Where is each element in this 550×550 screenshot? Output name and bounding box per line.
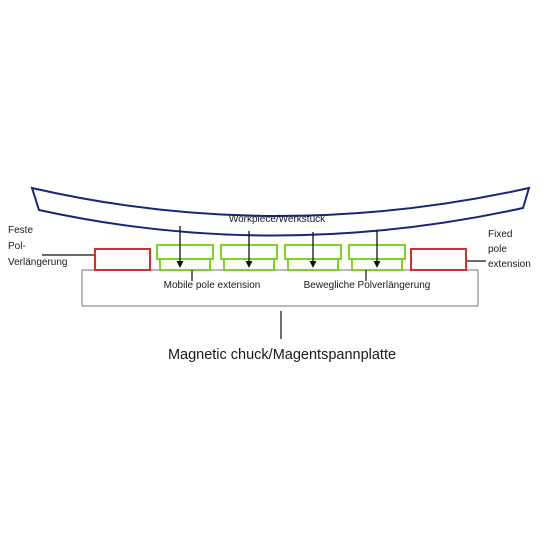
fixed-pole-label-left: Feste Pol- Verlängerung [8,225,68,268]
fixed-pole-extension-left [94,248,151,271]
fixed-pole-label-left-line-3: Verlängerung [8,257,68,268]
workpiece-shape [30,186,531,237]
magnetic-chuck-label: Magnetic chuck/Magentspannplatte [168,347,396,363]
fixed-pole-label-right-line-3: extension [488,259,531,270]
fixed-pole-label-right: Fixed pole extension [488,229,531,270]
fixed-pole-label-left-line-1: Feste [8,225,33,236]
mobile-pole-extension-1 [156,244,214,271]
fixed-pole-label-left-line-2: Pol- [8,241,26,252]
workpiece-label: Workpiece/Werkstück [229,214,326,225]
arrow-down-2 [245,231,253,268]
arrow-down-4 [373,230,381,268]
mobile-pole-label: Mobile pole extension [164,280,261,291]
arrow-down-1 [176,226,184,268]
fixed-pole-label-right-line-2: pole [488,244,507,255]
magnetic-chuck-body [81,269,479,307]
fixed-pole-label-right-line-1: Fixed [488,229,512,240]
arrow-down-3 [309,232,317,268]
mobile-pole-label-de: Bewegliche Polverlängerung [304,280,431,291]
fixed-pole-extension-right [410,248,467,271]
